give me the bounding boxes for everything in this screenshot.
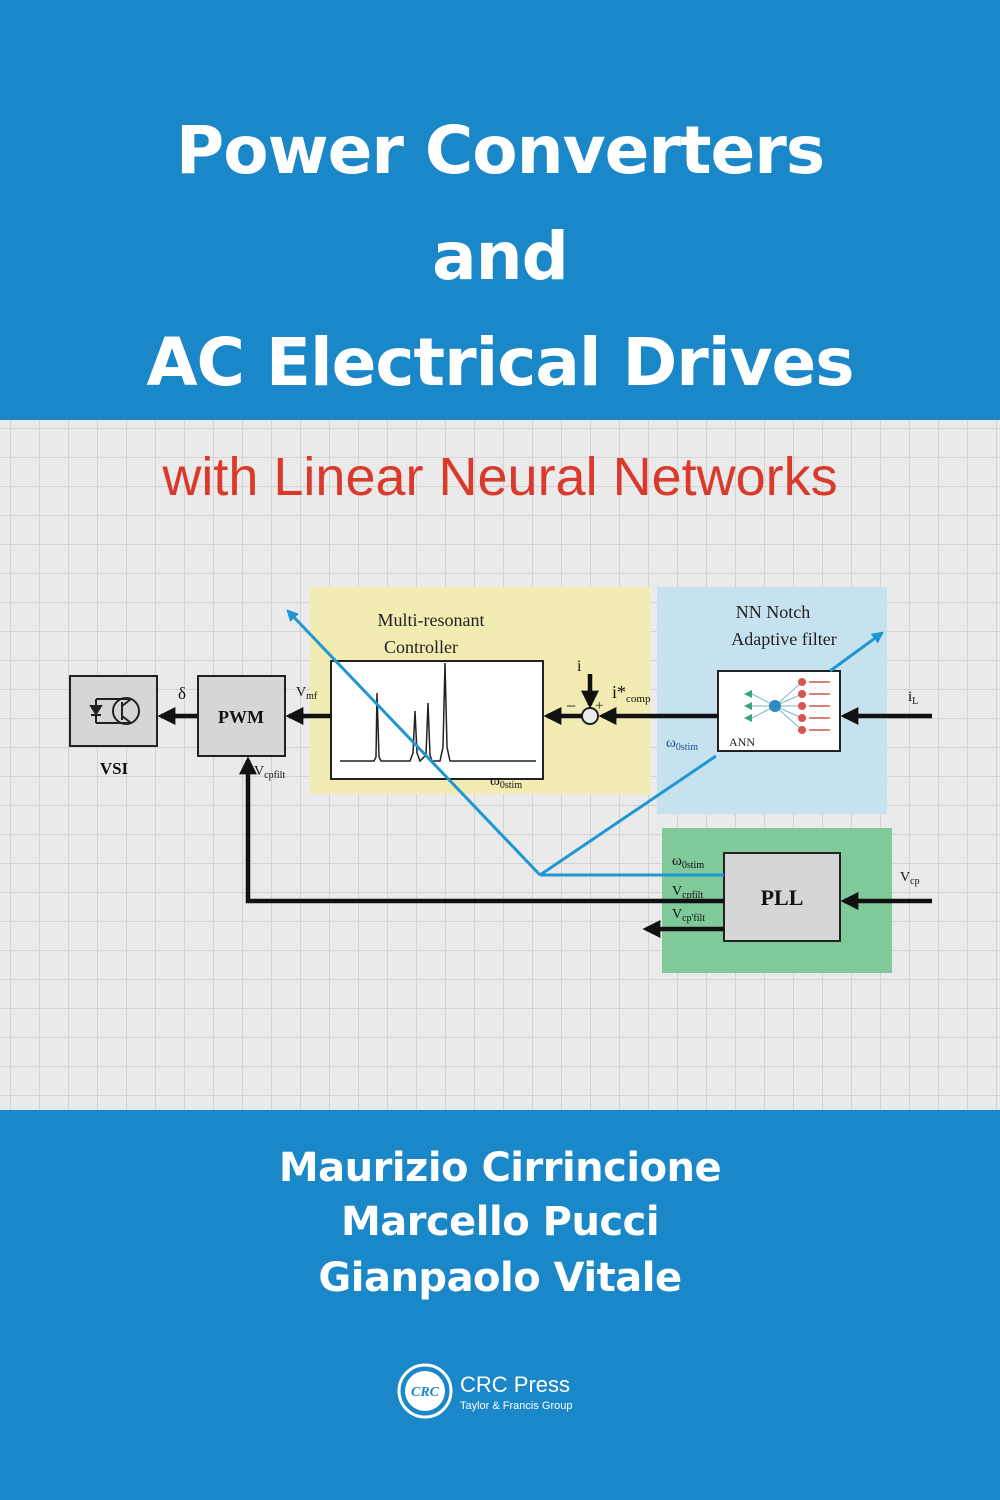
publisher-group: Taylor & Francis Group	[460, 1400, 573, 1412]
il-label: iL	[908, 689, 918, 707]
delta-label: δ	[178, 684, 186, 703]
i-label: i	[577, 658, 582, 675]
transistor-icon	[89, 697, 140, 725]
pll-label: PLL	[761, 885, 804, 910]
controller-title-1: Multi-resonant	[378, 610, 485, 630]
feedback-voltage-arrow	[239, 756, 724, 904]
ann-block	[717, 670, 841, 752]
controller-title-2: Controller	[384, 637, 458, 657]
vcp-label: Vcpfilt	[254, 764, 285, 781]
plus-sign: +	[595, 698, 603, 714]
author-2: Marcello Pucci	[340, 1199, 660, 1245]
publisher-name: CRC Press	[460, 1372, 571, 1397]
pll-output-1-label: Vcpfilt	[672, 884, 703, 901]
top-title-band	[0, 0, 1000, 420]
resonance-spectrum	[340, 662, 536, 763]
title-line-2: and	[432, 218, 569, 295]
crc-logo-icon: CRC	[397, 1363, 453, 1419]
control-block-diagram: VSI PWM Multi-resonant Controller NN Not…	[69, 587, 932, 973]
vsi-label: VSI	[100, 759, 129, 778]
pwm-label: PWM	[218, 707, 264, 727]
filter-title-2: Adaptive filter	[731, 629, 836, 649]
vref-label: Vmf	[296, 685, 318, 702]
omega-ann-label: ω0stim	[666, 735, 698, 753]
author-3: Gianpaolo Vitale	[318, 1255, 682, 1301]
icomp-label: i*comp	[612, 682, 651, 705]
title-line-1: Power Converters	[175, 112, 825, 189]
pll-input-label: Vcp	[900, 870, 920, 887]
publisher-block: CRC CRC Press Taylor & Francis Group	[396, 1362, 636, 1422]
author-1: Maurizio Cirrincione	[278, 1145, 722, 1191]
frequency-to-ann-line	[539, 754, 717, 877]
omega-pll-label: ω0stim	[672, 853, 704, 871]
pll-block	[723, 852, 841, 942]
multi-resonant-controller-block	[330, 660, 544, 780]
filter-output-arrow	[829, 631, 884, 673]
subtitle: with Linear Neural Networks	[162, 447, 838, 507]
filter-title-1: NN Notch	[736, 602, 811, 622]
frequency-to-controller-arrow	[286, 609, 542, 877]
vsi-block	[69, 675, 158, 747]
crc-logo-text: CRC	[411, 1385, 440, 1400]
pll-output-2-label: Vcp'filt	[672, 907, 705, 924]
bottom-author-band	[0, 1110, 1000, 1500]
neural-network-icon	[744, 678, 830, 734]
omega-controller-label: ω0stim	[490, 773, 522, 791]
ann-label: ANN	[729, 735, 755, 749]
minus-sign: −	[566, 696, 576, 716]
title-line-3: AC Electrical Drives	[146, 324, 854, 401]
